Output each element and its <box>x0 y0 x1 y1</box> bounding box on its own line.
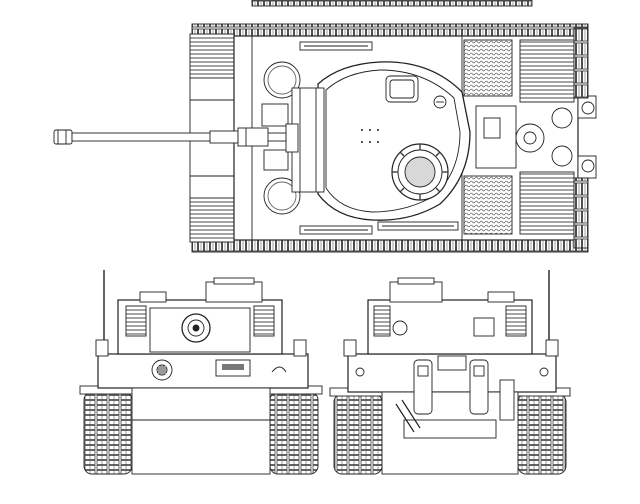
rear-exhaust-left <box>413 359 433 415</box>
front-fender-upper <box>189 33 235 79</box>
front-hull <box>97 353 309 389</box>
rear-view <box>329 270 571 475</box>
front-right-track <box>269 391 319 475</box>
rear-turret <box>367 299 533 355</box>
top-edge-track-strip <box>251 0 533 7</box>
rear-right-track <box>517 393 567 475</box>
front-view <box>79 270 323 475</box>
loader-hatch <box>385 75 419 103</box>
top-view <box>53 0 597 253</box>
rear-left-track <box>333 393 383 475</box>
main-gun-barrel <box>53 127 287 147</box>
driver-hatch <box>263 61 301 99</box>
rear-track-upper <box>573 27 589 99</box>
front-fender-lower <box>189 197 235 243</box>
rear-exhaust-right <box>469 359 489 415</box>
radio-operator-hatch <box>263 177 301 215</box>
rear-track-lower <box>573 177 589 249</box>
engine-deck <box>463 39 575 235</box>
front-left-track <box>83 391 133 475</box>
